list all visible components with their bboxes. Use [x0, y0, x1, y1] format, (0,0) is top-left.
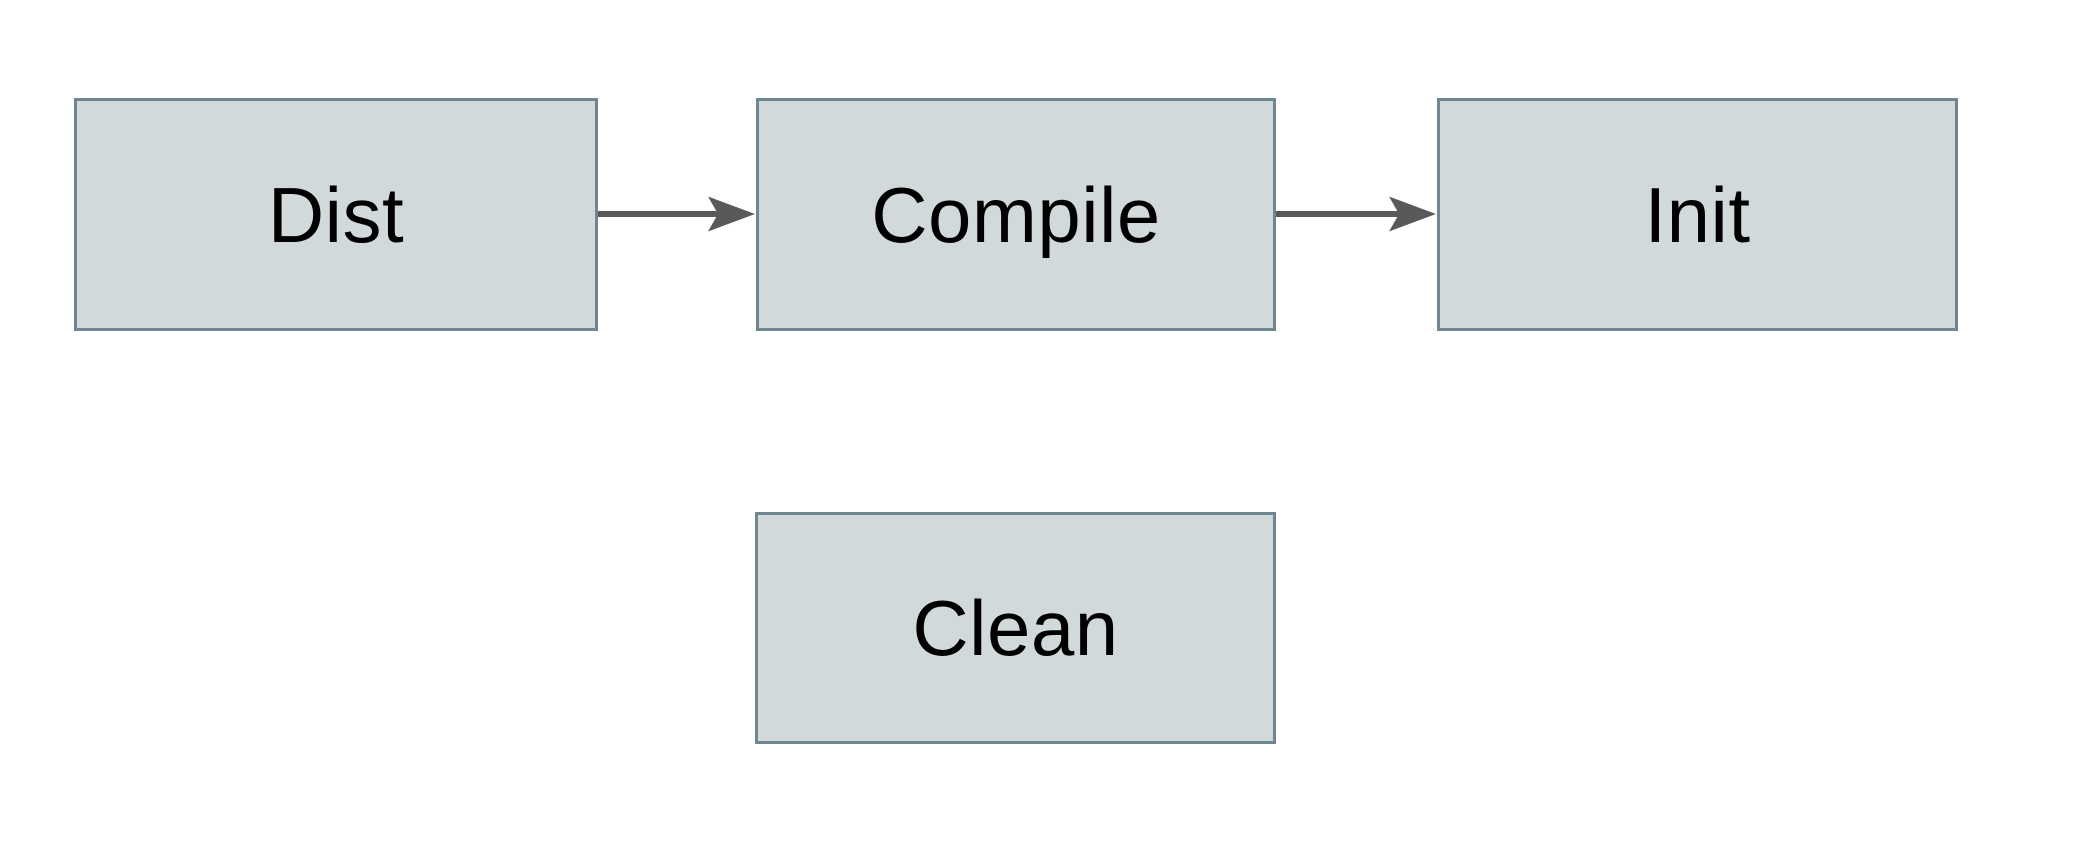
node-compile: Compile [756, 98, 1276, 331]
node-label: Clean [912, 584, 1119, 672]
node-label: Init [1644, 170, 1751, 259]
arrowhead-icon [1389, 196, 1436, 232]
arrow-dist-to-compile [597, 196, 755, 232]
node-dist: Dist [74, 98, 598, 331]
node-init: Init [1437, 98, 1958, 331]
node-label: Dist [267, 170, 405, 259]
node-label: Compile [871, 170, 1161, 259]
arrowhead-icon [708, 196, 755, 232]
node-clean: Clean [755, 512, 1276, 744]
arrow-compile-to-init [1276, 196, 1436, 232]
